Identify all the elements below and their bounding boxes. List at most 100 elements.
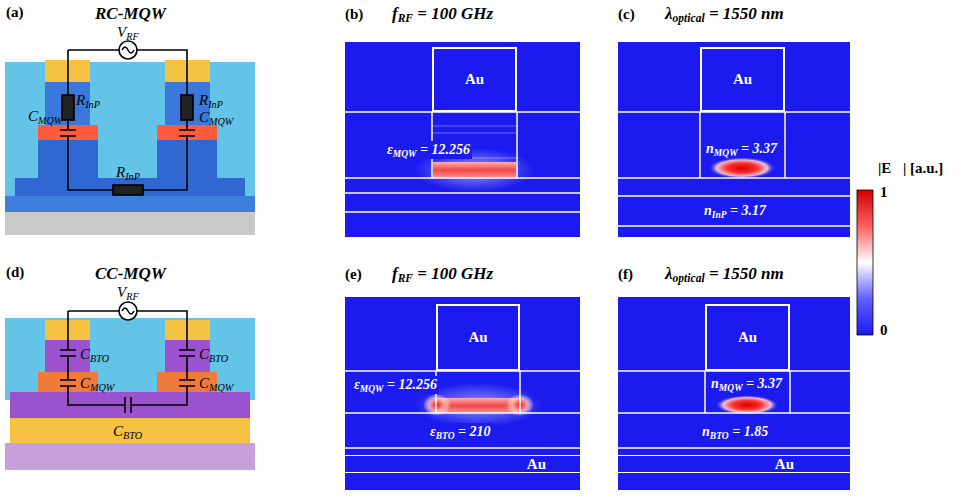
gold-electrode: Au <box>705 304 790 371</box>
index-label: MQW <box>714 148 738 158</box>
panel-title-group: RC-MQW <box>95 4 166 24</box>
rf-field-rc-part <box>433 162 516 178</box>
panel-title: λ <box>665 4 673 23</box>
colorbar-tick-group: 1 <box>880 184 888 201</box>
panel-letter: (b) <box>345 6 363 22</box>
panel-letter-group: (f) <box>618 266 633 283</box>
panel-title: = 1550 nm <box>709 264 784 283</box>
panel-title: f <box>392 4 398 23</box>
gold-electrode: Au <box>700 47 785 112</box>
index-label: InP <box>712 210 727 220</box>
panel-title: optical <box>673 12 705 25</box>
cc-circuit-part <box>60 311 195 413</box>
capacitor-label: MQW <box>209 382 233 393</box>
panel-title: = 100 GHz <box>417 264 493 283</box>
source-label: RF <box>126 291 138 302</box>
index-label: MQW <box>719 383 743 393</box>
capacitor-label: C <box>113 423 123 439</box>
permittivity-label: ε <box>387 142 393 157</box>
panel-letter: (e) <box>345 266 362 282</box>
capacitor-label-group: CMQW <box>199 375 233 392</box>
index-label-group: nBTO= 1.85 <box>700 423 770 441</box>
rc-circuit-part <box>60 50 195 190</box>
resistor-label: InP <box>85 99 100 110</box>
cc-mqw-device-part <box>5 318 255 400</box>
capacitor-label-group: CBTO <box>113 423 142 440</box>
resistor-label: R <box>116 164 125 180</box>
colorbar-tick-group: 0 <box>880 322 888 339</box>
panel-title: RC-MQW <box>95 4 166 23</box>
color-bar <box>857 190 873 335</box>
colorbar-tick: 1 <box>880 184 888 200</box>
capacitor-label: MQW <box>38 115 62 126</box>
permittivity-label: = 12.256 <box>420 142 470 157</box>
index-label: = 3.37 <box>746 376 782 391</box>
cc-circuit <box>60 302 195 413</box>
panel-title-group: fRF= 100 GHz <box>392 4 493 24</box>
panel-title: RF <box>398 272 413 285</box>
panel-title-group: CC-MQW <box>95 264 166 284</box>
optical-mode-cc-part <box>715 395 779 415</box>
resistor-label: InP <box>208 99 223 110</box>
capacitor-label: C <box>199 375 209 391</box>
cc-mqw-device <box>5 318 255 470</box>
cc-circuit-part <box>122 308 134 314</box>
capacitor-label-group: CMQW <box>28 108 62 125</box>
panel-title: = 100 GHz <box>417 4 493 23</box>
panel-title: = 1550 nm <box>709 4 784 23</box>
permittivity-label: ε <box>354 377 360 392</box>
rc-mqw-device-part <box>5 62 255 212</box>
rf-field-cc-part-part <box>345 371 580 448</box>
index-label: BTO <box>710 431 729 441</box>
material-label: Au <box>738 330 757 345</box>
capacitor-label: C <box>80 375 90 391</box>
panel-letter: (d) <box>6 264 24 280</box>
index-label: n <box>706 141 714 156</box>
cc-mqw-device-part <box>10 392 250 418</box>
capacitor-label-group: CBTO <box>199 346 228 363</box>
permittivity-label-group: εBTO= 210 <box>428 423 493 441</box>
panel-title-group: fRF= 100 GHz <box>392 264 493 284</box>
source-label-group: VRF <box>117 284 139 301</box>
panel-title-group: λoptical= 1550 nm <box>665 264 784 284</box>
optical-mode-cc <box>618 297 850 490</box>
panel-letter: (c) <box>618 6 635 22</box>
panel-title: λ <box>665 264 673 283</box>
resistor-label-group: RInP <box>76 92 100 109</box>
colorbar-title-group: |E⃗| [a.u.] <box>878 160 943 177</box>
material-label: Au <box>465 72 484 87</box>
optical-mode-cc-part <box>618 371 850 448</box>
capacitor-label: C <box>28 108 38 124</box>
source-label: RF <box>126 31 138 42</box>
source-label: V <box>117 284 126 300</box>
source-label-group: VRF <box>117 24 139 41</box>
capacitor-label: BTO <box>123 430 142 441</box>
panel-letter-group: (a) <box>6 4 24 21</box>
capacitor-label: BTO <box>90 353 109 364</box>
colorbar-tick: 0 <box>880 322 888 338</box>
cc-mqw-device-part <box>5 443 255 470</box>
rc-mqw-device-part <box>5 212 255 235</box>
capacitor-label-group: CMQW <box>199 109 233 126</box>
permittivity-label: MQW <box>360 384 384 394</box>
rc-circuit-part <box>62 95 74 120</box>
panel-letter-group: (d) <box>6 264 24 281</box>
panel-letter-group: (e) <box>345 266 362 283</box>
cc-circuit-part <box>119 302 137 320</box>
panel-letter-group: (c) <box>618 6 635 23</box>
optical-mode-rc <box>618 42 850 237</box>
optical-mode-cc-part <box>618 297 850 490</box>
rf-field-cc <box>345 297 580 490</box>
panel-letter: (f) <box>618 266 633 282</box>
material-label: Au <box>527 457 546 472</box>
index-label: = 1.85 <box>732 424 768 439</box>
capacitor-label: C <box>80 346 90 362</box>
optical-mode-cc-part-part <box>618 371 850 448</box>
color-bar-part <box>857 190 873 335</box>
rc-mqw-device <box>5 60 255 235</box>
permittivity-label: BTO <box>436 431 455 441</box>
permittivity-label: = 12.256 <box>387 377 437 392</box>
rc-mqw-device-part <box>5 196 255 212</box>
capacitor-label-group: CBTO <box>80 346 109 363</box>
